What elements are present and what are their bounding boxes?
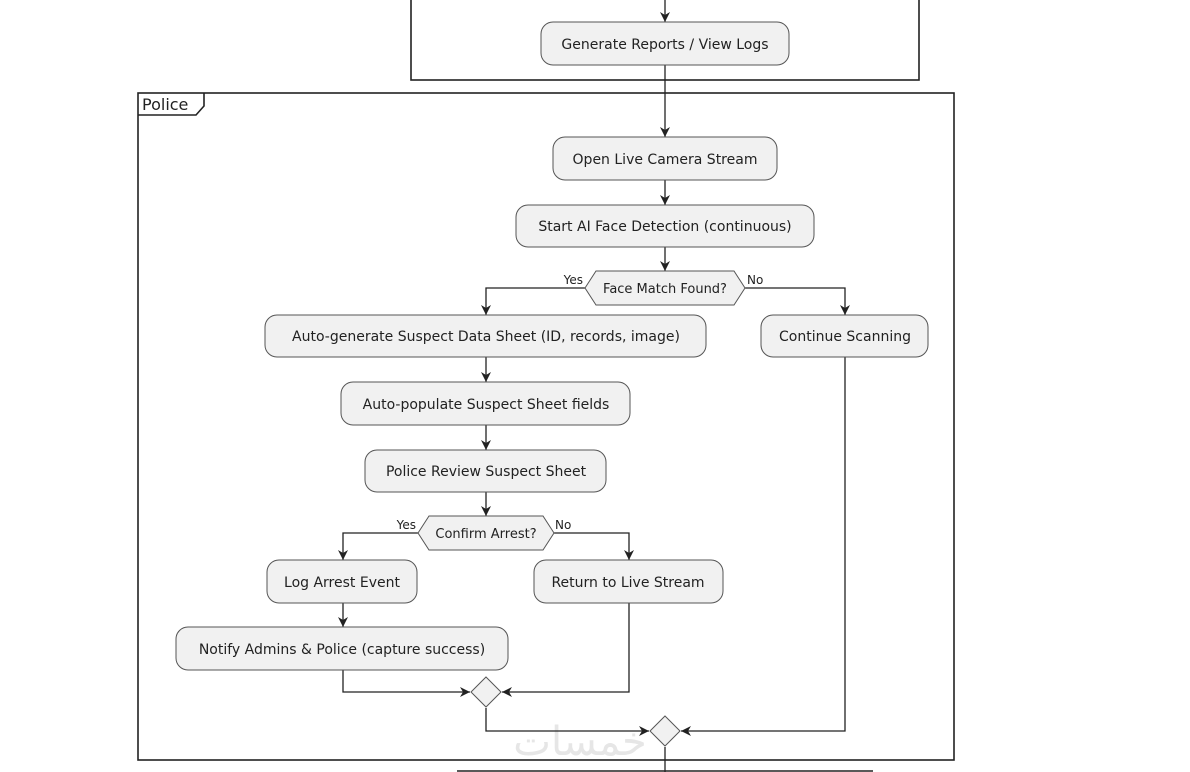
police-swimlane-tab bbox=[138, 93, 205, 116]
edge-return-to-merge bbox=[502, 603, 630, 697]
node-return-stream-label: Return to Live Stream bbox=[551, 575, 704, 591]
node-police-review: Police Review Suspect Sheet bbox=[364, 449, 607, 493]
node-start-detection-label: Start AI Face Detection (continuous) bbox=[538, 219, 791, 235]
node-police-review-label: Police Review Suspect Sheet bbox=[386, 464, 587, 480]
edge-merge1-to-merge2 bbox=[485, 708, 649, 736]
decision-confirm-arrest-yes-label: Yes bbox=[396, 518, 416, 532]
node-notify: Notify Admins & Police (capture success) bbox=[175, 626, 509, 671]
node-start-detection: Start AI Face Detection (continuous) bbox=[515, 204, 815, 248]
node-open-stream-label: Open Live Camera Stream bbox=[573, 152, 758, 168]
decision-confirm-arrest-no-label: No bbox=[555, 518, 571, 532]
node-auto-populate: Auto-populate Suspect Sheet fields bbox=[340, 381, 631, 426]
decision-face-match-no-label: No bbox=[747, 273, 763, 287]
node-log-arrest-label: Log Arrest Event bbox=[284, 575, 400, 591]
edge-face-match-yes bbox=[481, 287, 585, 315]
node-continue-scanning: Continue Scanning bbox=[760, 314, 929, 358]
node-auto-populate-label: Auto-populate Suspect Sheet fields bbox=[363, 397, 610, 413]
decision-face-match-yes-label: Yes bbox=[563, 273, 583, 287]
decision-face-match: Face Match Found? bbox=[584, 270, 746, 306]
node-return-stream: Return to Live Stream bbox=[533, 559, 724, 604]
police-swimlane-title: Police bbox=[142, 95, 188, 114]
decision-confirm-arrest-label: Confirm Arrest? bbox=[435, 527, 536, 542]
node-auto-generate-label: Auto-generate Suspect Data Sheet (ID, re… bbox=[292, 329, 680, 345]
node-generate-reports: Generate Reports / View Logs bbox=[540, 21, 790, 66]
police-swimlane-frame bbox=[137, 92, 955, 761]
node-continue-scanning-label: Continue Scanning bbox=[779, 329, 911, 345]
watermark-text: خمسات bbox=[513, 719, 646, 765]
edge-notify-to-merge bbox=[342, 670, 470, 697]
decision-face-match-label: Face Match Found? bbox=[603, 282, 727, 297]
node-generate-reports-label: Generate Reports / View Logs bbox=[561, 37, 768, 53]
merge-diamond-main bbox=[649, 715, 681, 747]
merge-diamond-arrest bbox=[470, 676, 502, 708]
edge-confirm-no bbox=[554, 532, 634, 560]
node-open-stream: Open Live Camera Stream bbox=[552, 136, 778, 181]
edge-scanning-to-merge2 bbox=[681, 357, 846, 736]
edge-face-match-no bbox=[745, 287, 850, 315]
decision-confirm-arrest: Confirm Arrest? bbox=[417, 515, 555, 551]
node-log-arrest: Log Arrest Event bbox=[266, 559, 418, 604]
edge-confirm-yes bbox=[338, 532, 418, 560]
node-notify-label: Notify Admins & Police (capture success) bbox=[199, 642, 485, 658]
node-auto-generate: Auto-generate Suspect Data Sheet (ID, re… bbox=[264, 314, 707, 358]
